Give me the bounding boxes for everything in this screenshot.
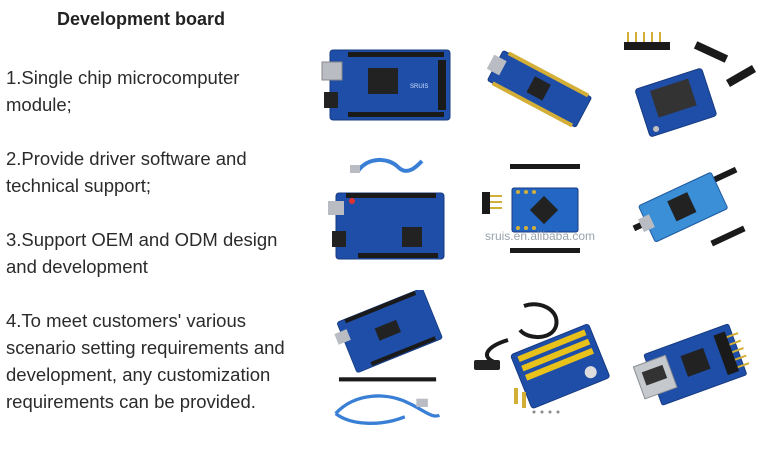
nano-board-image xyxy=(468,18,612,158)
mega-board-image: SRUIS xyxy=(318,18,462,158)
uno-board-with-cable-image xyxy=(318,142,462,282)
watermark-text: sruis.en.alibaba.com xyxy=(484,229,596,243)
ch340-adapter-image xyxy=(614,142,758,282)
pro-mini-board-image xyxy=(468,142,612,282)
feature-point-4: 4.To meet customers' various scenario se… xyxy=(6,310,285,412)
page-title: Development board xyxy=(57,9,226,29)
product-image-grid: SRUIS xyxy=(318,0,771,460)
uno-r3-board-with-cable-image xyxy=(318,290,462,430)
feature-point-1: 1.Single chip microcomputer module; xyxy=(6,67,240,115)
expansion-shield-image xyxy=(468,290,612,430)
text-panel: Development board 1.Single chip microcom… xyxy=(0,0,300,460)
feature-point-2: 2.Provide driver software and technical … xyxy=(6,148,247,196)
ethernet-module-image xyxy=(614,290,758,430)
svg-text:SRUIS: SRUIS xyxy=(410,84,428,90)
feature-point-3: 3.Support OEM and ODM design and develop… xyxy=(6,229,278,277)
esp-mini-board-image xyxy=(614,18,758,158)
